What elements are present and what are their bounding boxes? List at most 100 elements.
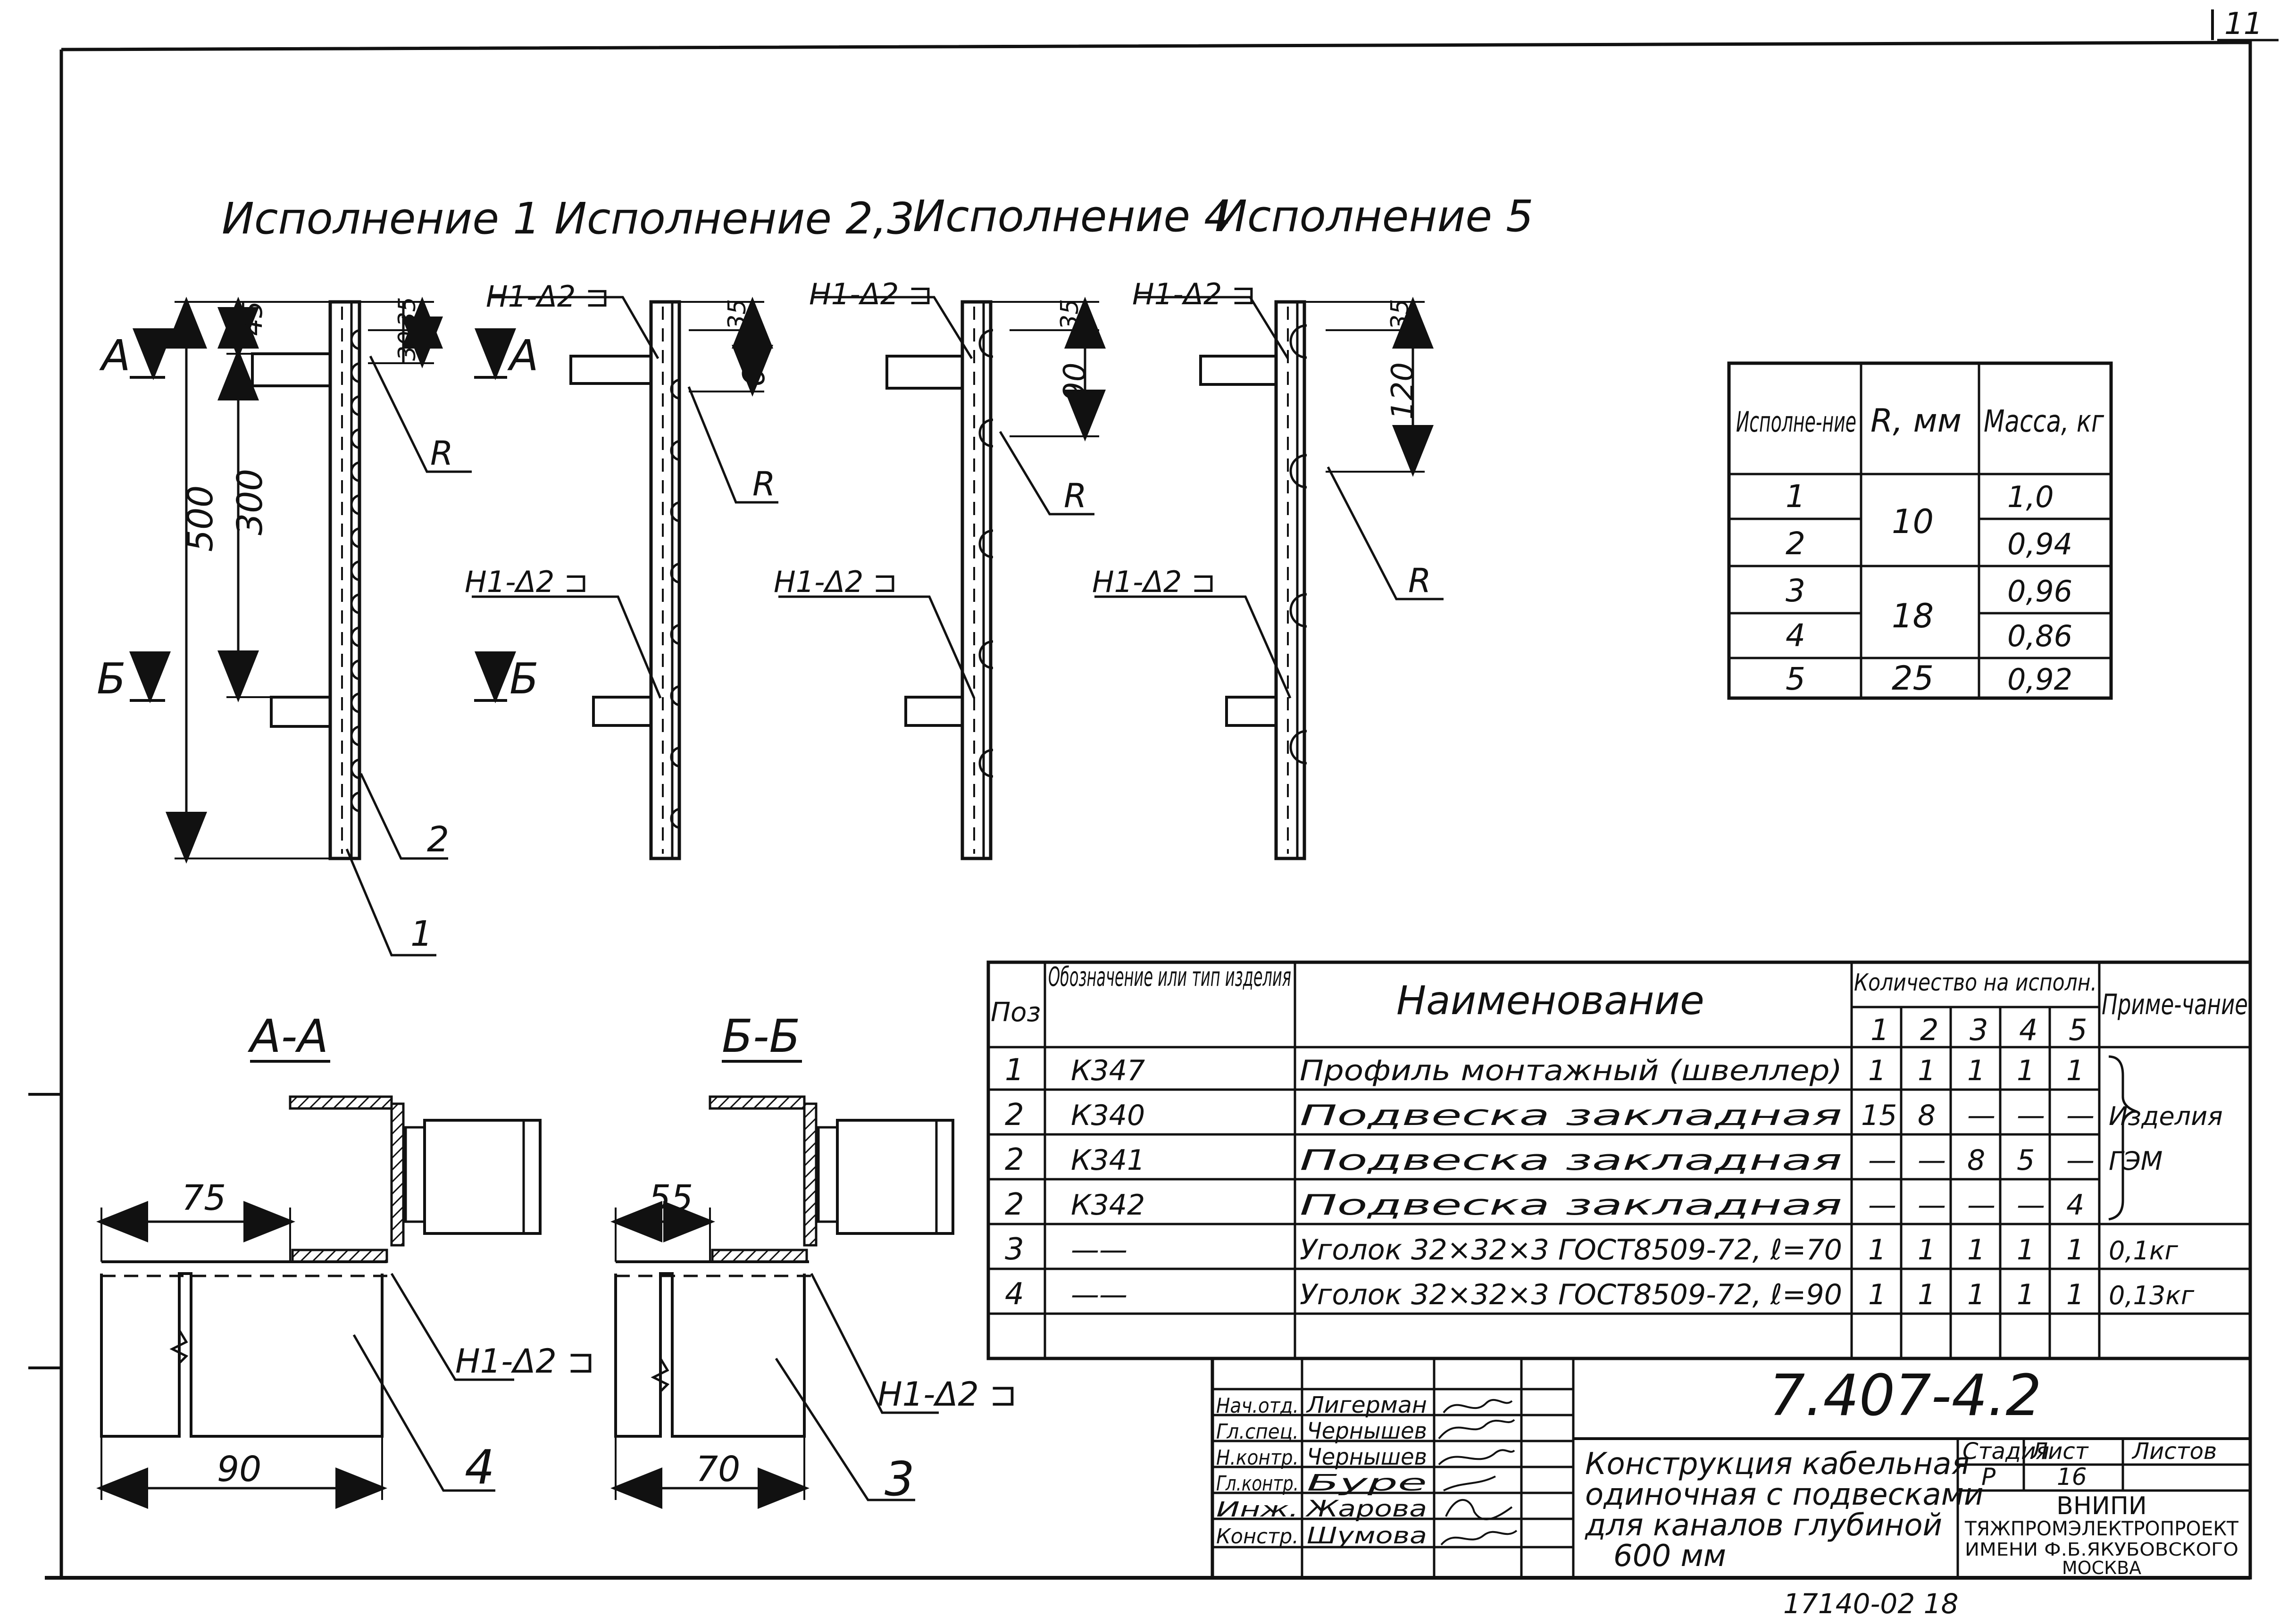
variant1-pos-1: 1 xyxy=(410,914,433,954)
variant23-title: Исполнение 2,3 xyxy=(554,193,915,244)
variant5-title: Исполнение 5 xyxy=(1215,191,1534,242)
spec-qty-col-1: 1 xyxy=(1870,1013,1889,1047)
spec-row-qty: 1 xyxy=(1967,1278,1985,1311)
variant23-hangers xyxy=(670,378,681,829)
variant1-dim-30: 30 xyxy=(393,331,421,361)
bottom-stamp: 17140-02 18 xyxy=(1783,1588,1958,1616)
spec-row-name: Уголок 32×32×3 ГОСТ8509-72, ℓ=90 xyxy=(1300,1278,1842,1311)
spec-row-qty: 1 xyxy=(2066,1054,2084,1087)
mass-value-4: 0,86 xyxy=(2007,619,2072,653)
spec-row-note: 0,13кг xyxy=(2109,1281,2195,1310)
spec-header-note: Приме-чание xyxy=(2102,988,2248,1021)
spec-row-pos: 2 xyxy=(1005,1142,1024,1177)
spec-row-pos: 1 xyxy=(1005,1053,1024,1088)
variant5-angle-top xyxy=(1199,355,1277,386)
title-block xyxy=(1211,1357,2252,1580)
spec-row-qty: — xyxy=(2017,1189,2045,1222)
stage-value: Р xyxy=(1981,1463,1996,1491)
spec-row-designation: К341 xyxy=(1071,1144,1145,1177)
variant4-channel-profile xyxy=(960,300,993,860)
spec-qty-col-3: 3 xyxy=(1970,1013,1988,1047)
sheet-frame xyxy=(28,9,2279,1580)
variant5-weld-top: Н1-Δ2 ⊐ xyxy=(1132,277,1256,311)
mass-value-3: 0,96 xyxy=(2007,574,2072,608)
signature-1 xyxy=(1443,1399,1513,1414)
spec-row-name: Профиль монтажный (швеллер) xyxy=(1300,1054,1842,1087)
description-line-4: 600 мм xyxy=(1613,1539,1726,1574)
spec-row-pos: 2 xyxy=(1005,1098,1024,1133)
role-label: Инж. xyxy=(1216,1498,1299,1522)
variant1-title: Исполнение 1 xyxy=(222,193,541,244)
variant4-angle-bottom xyxy=(904,696,964,727)
variant4-angle-top xyxy=(885,355,964,390)
title-block-roles: Нач.отд.ЛигерманГл.спец.ЧернышевН.контр.… xyxy=(1216,1392,1427,1549)
variant5-dim-35: 35 xyxy=(1386,299,1414,330)
spec-row-qty: 1 xyxy=(1918,1054,1936,1087)
spec-row-name: Подвеска закладная xyxy=(1300,1189,1842,1222)
signature-6 xyxy=(1440,1530,1518,1546)
variant5-channel-profile xyxy=(1274,300,1306,860)
spec-row-qty: — xyxy=(1918,1144,1946,1177)
role-label: Констр. xyxy=(1216,1524,1299,1549)
spec-header-designation: Обозначение или тип изделия xyxy=(1048,962,1291,992)
variant23-section-a: А xyxy=(507,331,539,381)
mass-table xyxy=(1727,361,2113,700)
variant1-section-a: А xyxy=(99,331,131,381)
spec-row-qty: 1 xyxy=(2017,1233,2035,1266)
spec-row-designation: —— xyxy=(1071,1278,1127,1311)
variant4-weld-bottom: Н1-Δ2 ⊐ xyxy=(774,565,897,599)
mass-header-r: R, мм xyxy=(1870,402,1962,440)
org-line-4: МОСКВА xyxy=(2062,1558,2141,1578)
variant5-drawing xyxy=(1094,296,1444,860)
mass-value-2: 0,94 xyxy=(2007,527,2072,561)
section-aa-pos-4: 4 xyxy=(465,1440,495,1495)
spec-row-qty: 1 xyxy=(1868,1054,1886,1087)
section-bb-cable xyxy=(836,1119,954,1235)
spec-row-designation: К340 xyxy=(1071,1099,1145,1132)
variant1-drawing xyxy=(129,297,472,957)
role-name: Буре xyxy=(1307,1470,1427,1496)
variant4-hangers xyxy=(978,329,994,778)
variant5-hangers xyxy=(1289,324,1307,765)
spec-row-designation: К342 xyxy=(1071,1189,1145,1222)
spec-row-note: ГЭМ xyxy=(2109,1146,2162,1176)
mass-variant-5: 5 xyxy=(1786,661,1805,697)
variant1-label-r: R xyxy=(430,434,453,473)
spec-row-qty: — xyxy=(1868,1189,1896,1222)
variant5-weld-bottom: Н1-Δ2 ⊐ xyxy=(1092,565,1216,599)
variant4-label-r: R xyxy=(1064,476,1087,515)
spec-row-pos: 3 xyxy=(1005,1232,1024,1267)
section-aa-weld: Н1-Δ2 ⊐ xyxy=(455,1342,595,1381)
spec-row-qty: 1 xyxy=(1868,1233,1886,1266)
role-name: Жарова xyxy=(1305,1496,1427,1522)
role-name: Чернышев xyxy=(1307,1444,1427,1470)
signature-4 xyxy=(1443,1475,1496,1491)
spec-header-qty: Количество на исполн. xyxy=(1854,969,2097,996)
variant5-angle-bottom xyxy=(1225,696,1277,727)
spec-row-qty: — xyxy=(1868,1144,1896,1177)
description-line-3: для каналов глубиной xyxy=(1585,1508,1942,1543)
spec-row-qty: 1 xyxy=(1918,1233,1936,1266)
variant5-label-r: R xyxy=(1408,561,1431,600)
variant1-pos-2: 2 xyxy=(427,819,449,860)
spec-row-qty: — xyxy=(1967,1099,1995,1132)
role-name: Чернышев xyxy=(1307,1418,1427,1444)
section-bb-title: Б-Б xyxy=(722,1010,800,1063)
variant1-dim-500: 500 xyxy=(180,485,221,552)
spec-row-qty: 15 xyxy=(1861,1099,1897,1132)
spec-qty-col-2: 2 xyxy=(1920,1013,1938,1047)
section-aa-title: А-А xyxy=(247,1010,328,1063)
variant1-section-b: Б xyxy=(97,654,126,704)
variant23-angle-bottom xyxy=(592,696,652,727)
variant23-weld-top: Н1-Δ2 ⊐ xyxy=(486,279,609,314)
spec-qty-col-5: 5 xyxy=(2069,1013,2087,1047)
variant1-dim-35: 35 xyxy=(393,297,421,327)
spec-row-qty: — xyxy=(1918,1189,1946,1222)
variant23-drawing xyxy=(472,296,778,860)
variant5-dim-120: 120 xyxy=(1386,362,1420,420)
role-label: Гл.спец. xyxy=(1216,1420,1299,1444)
spec-row-qty: 1 xyxy=(2066,1278,2084,1311)
variant23-section-b: Б xyxy=(509,654,539,704)
